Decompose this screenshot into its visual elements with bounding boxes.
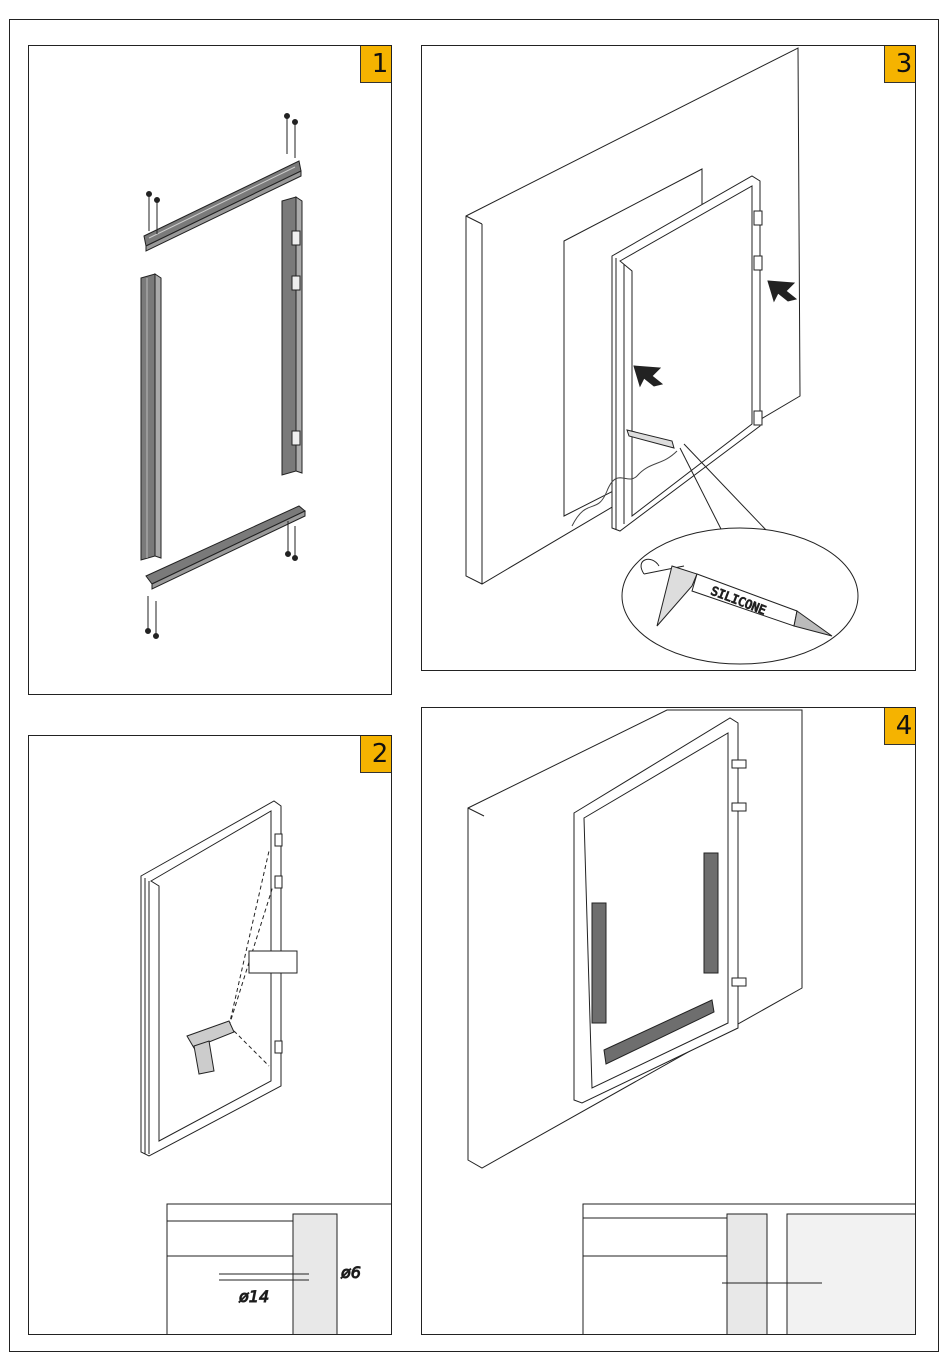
screws-bottom-right bbox=[286, 521, 298, 561]
frame-parts-exploded-diagram bbox=[29, 46, 392, 695]
step-2-panel: 2 ø6 ø14 bbox=[28, 735, 392, 1335]
frame-insertion-diagram: SILICONE bbox=[422, 46, 916, 671]
screws-top-left bbox=[147, 192, 160, 235]
bottom-rail bbox=[146, 506, 305, 584]
hole-diameter-label: ø6 bbox=[340, 1263, 361, 1282]
hinge-mid bbox=[275, 876, 282, 888]
screws-top-right bbox=[285, 114, 298, 159]
top-rail bbox=[144, 161, 301, 246]
detail-marker bbox=[249, 951, 297, 973]
drilling-diagram: ø6 ø14 bbox=[29, 736, 392, 1335]
step-4-panel: 4 bbox=[421, 707, 916, 1335]
hinge-a bbox=[754, 211, 762, 225]
drill-diameter-label: ø14 bbox=[238, 1287, 269, 1306]
hinge-b bbox=[754, 256, 762, 270]
hinge-2 bbox=[292, 276, 300, 290]
hinge-bottom bbox=[275, 1041, 282, 1053]
hinge-top bbox=[275, 834, 282, 846]
step-1-panel: 1 bbox=[28, 45, 392, 695]
hinge-c bbox=[754, 411, 762, 425]
spirit-level-right bbox=[704, 853, 718, 973]
hinge-3 bbox=[292, 431, 300, 445]
levelling-and-fixing-diagram bbox=[422, 708, 916, 1335]
screws-bottom-left bbox=[146, 596, 159, 639]
spirit-level-left bbox=[592, 903, 606, 1023]
step-3-panel: 3 bbox=[421, 45, 916, 671]
left-post bbox=[141, 274, 155, 560]
hinge-1 bbox=[292, 231, 300, 245]
